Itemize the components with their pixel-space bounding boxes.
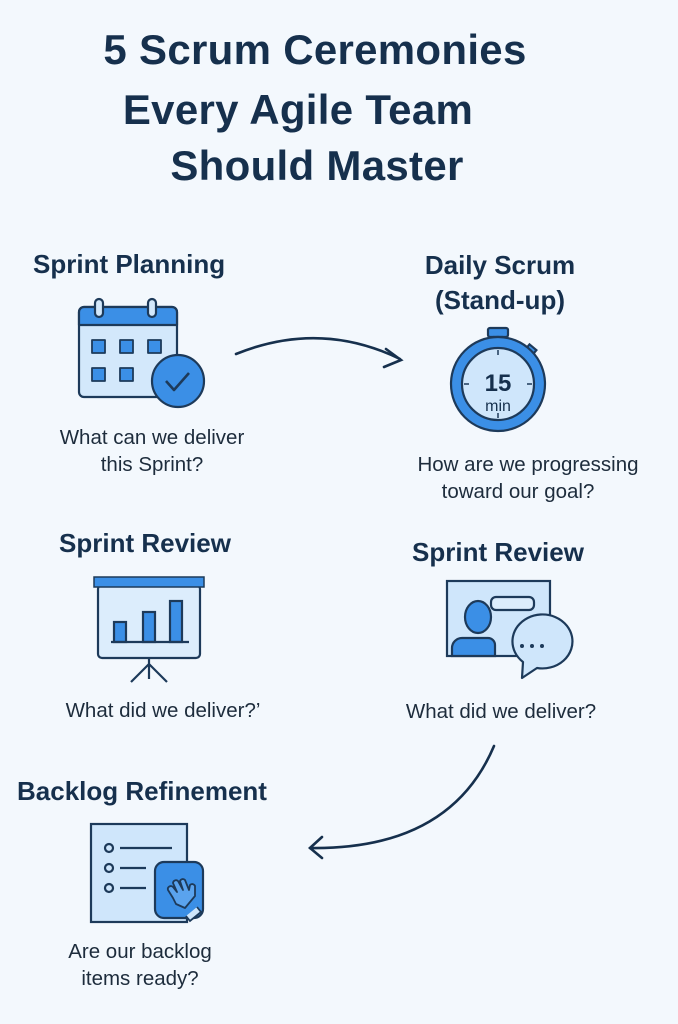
title-line-1: 5 Scrum Ceremonies — [103, 26, 527, 73]
sprint-review-heading-left: Sprint Review — [59, 528, 231, 558]
calendar-check-icon — [77, 297, 206, 409]
sprint-planning-question-1: What can we deliver — [59, 426, 245, 449]
daily-scrum-subheading: (Stand-up) — [435, 285, 565, 315]
flow-arrow-icon — [234, 336, 404, 369]
backlog-question-1: Are our backlog — [68, 940, 212, 963]
timer-value: 15 — [485, 370, 512, 397]
flow-arrow-icon — [308, 744, 496, 860]
backlog-list-icon — [89, 822, 205, 924]
daily-scrum-question-2: toward our goal? — [441, 480, 595, 503]
title-line-2: Every Agile Team — [122, 86, 474, 133]
sprint-review-question-right: What did we deliver? — [405, 700, 597, 723]
daily-scrum-heading: Daily Scrum — [424, 250, 576, 280]
video-chat-icon — [445, 579, 574, 680]
sprint-planning-question-2: this Sprint? — [100, 453, 204, 476]
title-line-3: Should Master — [170, 142, 464, 189]
daily-scrum-question-1: How are we progressing — [417, 453, 639, 476]
backlog-refinement-heading: Backlog Refinement — [17, 776, 267, 806]
sprint-review-question-left: What did we deliver?’ — [65, 699, 261, 722]
presentation-chart-icon — [93, 576, 205, 683]
sprint-review-heading-right: Sprint Review — [412, 537, 584, 567]
backlog-question-2: items ready? — [81, 967, 199, 990]
stopwatch-icon: 15 min — [449, 326, 547, 433]
timer-unit: min — [485, 398, 511, 415]
sprint-planning-heading: Sprint Planning — [33, 249, 226, 279]
